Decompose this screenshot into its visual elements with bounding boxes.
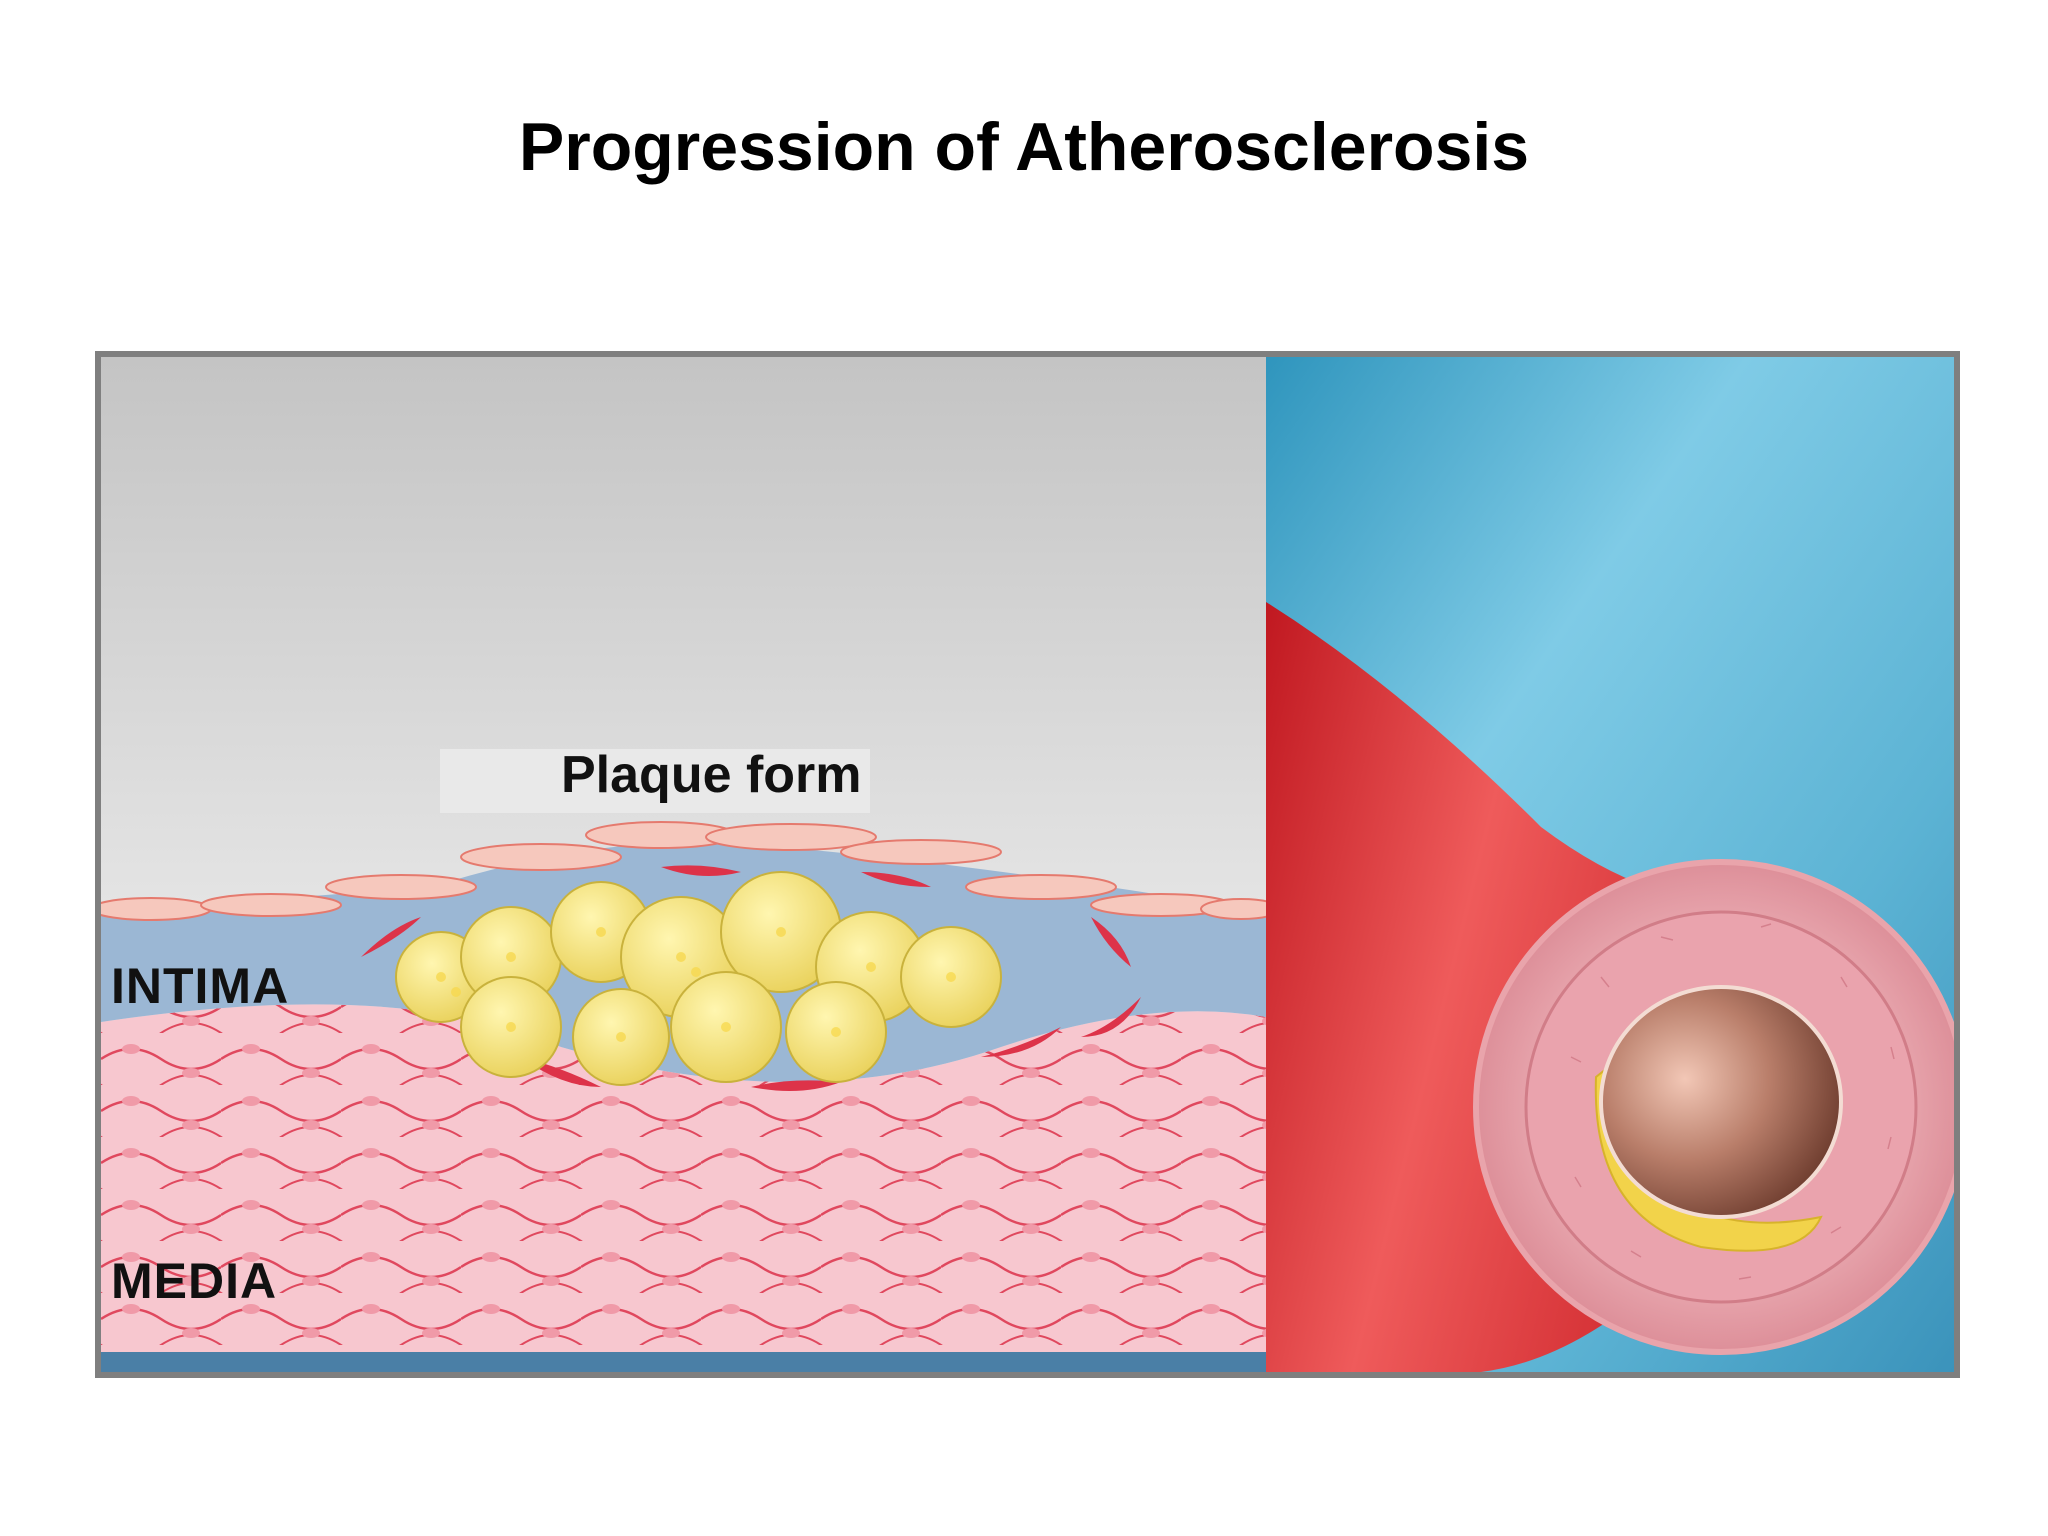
- atherosclerosis-illustration: Plaque form INTIMA MEDIA: [95, 351, 1960, 1378]
- plaque-label: Plaque form: [561, 746, 862, 804]
- page-title: Progression of Atherosclerosis: [518, 109, 1530, 185]
- media-label: MEDIA: [111, 1253, 278, 1309]
- plaque-label-background: [440, 749, 870, 813]
- illustration-svg: [101, 357, 1954, 1372]
- intima-label: INTIMA: [111, 958, 290, 1014]
